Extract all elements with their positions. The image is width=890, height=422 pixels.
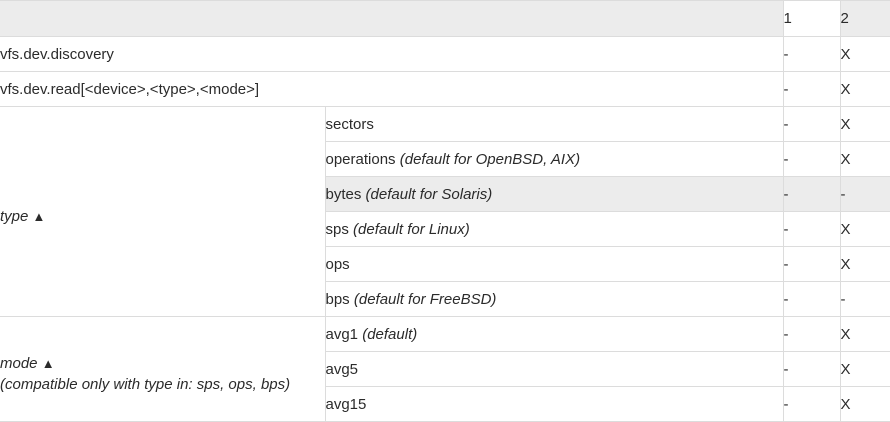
option-col1-value: - (783, 211, 841, 247)
option-col1-value: - (783, 106, 841, 142)
parameter-name: type ▲ (0, 196, 325, 227)
option-value-cell: sps (default for Linux) (325, 211, 784, 247)
item-key-col2-value: X (840, 71, 890, 107)
option-value: sectors (325, 115, 374, 133)
option-col1-value: - (783, 386, 841, 422)
option-value-cell: sectors (325, 106, 784, 142)
option-value-cell: avg5 (325, 351, 784, 387)
option-col1-value: - (783, 281, 841, 317)
triangle-up-icon: ▲ (41, 355, 55, 371)
option-col1-value: - (783, 246, 841, 282)
column-header-2[interactable]: 2 (840, 0, 890, 37)
item-key-col1-value: - (783, 36, 841, 72)
item-key-row: vfs.dev.discovery-X (0, 36, 890, 72)
header-blank-cell (0, 0, 784, 37)
parameter-option-row[interactable]: avg5 -X (0, 351, 890, 387)
option-col1-value: - (783, 351, 841, 387)
option-col2-value: - (840, 281, 890, 317)
option-value: avg15 (325, 395, 367, 413)
option-value: bytes (325, 185, 362, 203)
option-value: avg1 (325, 325, 359, 343)
item-key-name: vfs.dev.discovery (0, 36, 784, 72)
option-col1-value: - (783, 176, 841, 212)
option-value: operations (325, 150, 396, 168)
option-note: (default for Solaris) (365, 185, 493, 203)
item-key-row: vfs.dev.read[<device>,<type>,<mode>]-X (0, 71, 890, 107)
option-col2-value: X (840, 211, 890, 247)
parameter-group-note: (compatible only with type in: sps, ops,… (0, 376, 291, 393)
parameter-option-row[interactable]: type ▲sectors-X (0, 106, 890, 317)
option-col2-value: X (840, 246, 890, 282)
option-col2-value: X (840, 386, 890, 422)
parameter-option-row[interactable]: bytes (default for Solaris)-- (0, 176, 890, 212)
parameter-option-row[interactable]: ops -X (0, 246, 890, 282)
option-value-cell: operations (default for OpenBSD, AIX) (325, 141, 784, 177)
parameter-group-label-mode: mode ▲ (compatible only with type in: sps… (0, 316, 326, 422)
option-col2-value: X (840, 316, 890, 352)
parameter-option-row[interactable]: mode ▲ (compatible only with type in: sps… (0, 316, 890, 422)
option-note: (default for OpenBSD, AIX) (399, 150, 581, 168)
item-key-col1-value: - (783, 71, 841, 107)
item-key-col2-value: X (840, 36, 890, 72)
option-col2-value: X (840, 106, 890, 142)
parameter-option-row[interactable]: bps (default for FreeBSD)-- (0, 281, 890, 317)
option-value-cell: avg1 (default) (325, 316, 784, 352)
option-value-cell: ops (325, 246, 784, 282)
parameter-option-row[interactable]: operations (default for OpenBSD, AIX)-X (0, 141, 890, 177)
option-col2-value: - (840, 176, 890, 212)
option-value: bps (325, 290, 350, 308)
parameter-label-text: type (0, 207, 29, 225)
option-note: (default for FreeBSD) (353, 290, 497, 308)
parameter-option-row[interactable]: avg15 -X (0, 386, 890, 422)
option-col1-value: - (783, 141, 841, 177)
option-value: sps (325, 220, 349, 238)
column-header-1[interactable]: 1 (783, 0, 841, 37)
parameter-name: mode ▲ (0, 343, 325, 374)
item-key-name: vfs.dev.read[<device>,<type>,<mode>] (0, 71, 784, 107)
option-col2-value: X (840, 351, 890, 387)
option-value: ops (325, 255, 350, 273)
option-col1-value: - (783, 316, 841, 352)
parameter-group-label-type: type ▲ (0, 106, 326, 317)
option-value: avg5 (325, 360, 359, 378)
parameter-label-text: mode (0, 354, 38, 372)
option-col2-value: X (840, 141, 890, 177)
option-value-cell: bytes (default for Solaris) (325, 176, 784, 212)
option-value-cell: bps (default for FreeBSD) (325, 281, 784, 317)
triangle-up-icon: ▲ (32, 208, 46, 224)
option-value-cell: avg15 (325, 386, 784, 422)
option-note: (default) (362, 325, 418, 343)
option-note: (default for Linux) (353, 220, 470, 238)
